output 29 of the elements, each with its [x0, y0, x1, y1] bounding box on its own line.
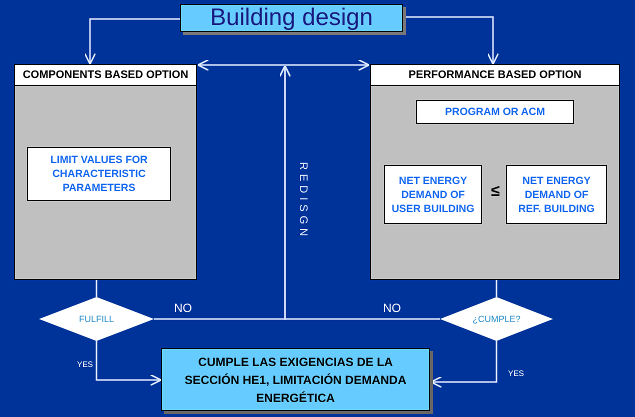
result-text: CUMPLE LAS EXIGENCIAS DE LA SECCIÓN HE1, LIMITACIÓN DEMANDA ENERGÉTICA	[184, 354, 408, 406]
panel-heading: COMPONENTS BASED OPTION	[22, 68, 190, 83]
arrow	[96, 341, 162, 386]
box-text: NET ENERGY DEMAND OF USER BUILDING	[390, 174, 476, 216]
decision-text: FULFILL	[78, 314, 114, 324]
process-box	[416, 100, 574, 124]
arrow	[278, 65, 440, 320]
decision-text: ¿CUMPLE?	[472, 314, 520, 324]
title-box	[180, 4, 403, 32]
box-text: PROGRAM OR ACM	[445, 105, 545, 119]
process-box	[384, 165, 482, 224]
option-panel	[14, 64, 197, 280]
process-box	[506, 165, 607, 224]
title-text: Building design	[210, 4, 373, 32]
arrow	[430, 341, 498, 388]
comparison-sign: ≤	[491, 184, 500, 200]
option-panel	[370, 64, 620, 280]
arrow	[84, 18, 180, 65]
box-text: NET ENERGY DEMAND OF REF. BUILDING	[517, 174, 596, 216]
process-box	[27, 147, 171, 201]
arrow	[403, 16, 500, 65]
box-text: LIMIT VALUES FOR CHARACTERISTIC PARAMETERS	[49, 153, 149, 195]
edge-label: YES	[77, 361, 94, 369]
edge-label: YES	[508, 370, 524, 378]
result-box	[161, 348, 430, 411]
panel-heading: PERFORMANCE BASED OPTION	[408, 68, 582, 83]
arrow	[197, 58, 370, 72]
edge-label: NO	[174, 302, 192, 314]
edge-label: NO	[383, 302, 401, 314]
